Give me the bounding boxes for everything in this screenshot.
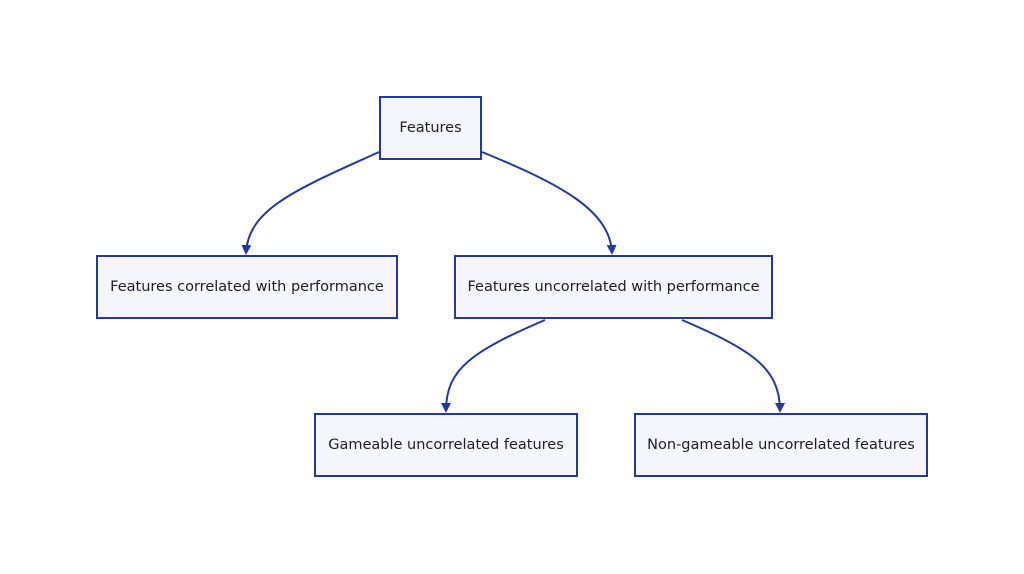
node-features: Features: [379, 96, 482, 160]
node-features-correlated: Features correlated with performance: [96, 255, 398, 319]
node-non-gameable-uncorrelated: Non-gameable uncorrelated features: [634, 413, 928, 477]
node-features-uncorrelated: Features uncorrelated with performance: [454, 255, 773, 319]
edge-root-to-correlated: [241, 151, 380, 255]
node-gameable-uncorrelated-label: Gameable uncorrelated features: [328, 436, 564, 453]
edge-uncorrelated-to-non-gameable: [681, 319, 785, 413]
edge-uncorrelated-to-gameable: [441, 319, 546, 413]
node-features-uncorrelated-label: Features uncorrelated with performance: [467, 278, 760, 295]
node-non-gameable-uncorrelated-label: Non-gameable uncorrelated features: [647, 436, 915, 453]
node-features-label: Features: [399, 119, 462, 136]
node-features-correlated-label: Features correlated with performance: [110, 278, 384, 295]
edge-root-to-uncorrelated: [481, 151, 617, 255]
node-gameable-uncorrelated: Gameable uncorrelated features: [314, 413, 578, 477]
